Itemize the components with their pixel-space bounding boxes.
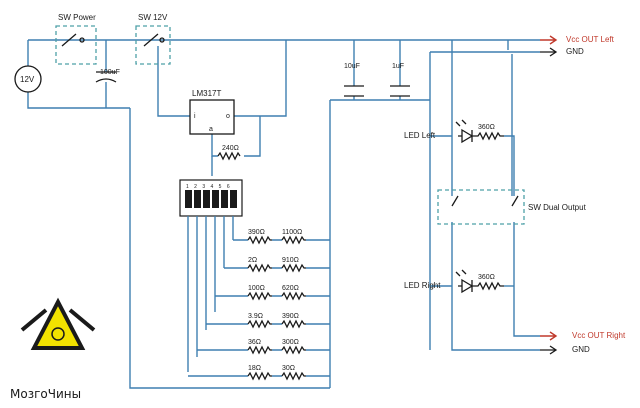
ladder-resistor-label: 18Ω [248,365,261,372]
ladder-resistor-label: 3.9Ω [248,313,263,320]
ladder-resistor-label: 100Ω [248,285,265,292]
gnd-top-label: GND [566,47,584,56]
ladder-resistor-label: 30Ω [282,365,295,372]
r-adj-symbol [217,151,241,161]
gnd-top-arrow [540,47,558,57]
dip-switch-keys [185,190,237,208]
ladder-resistor-symbol [281,371,306,381]
sw-dual-label: SW Dual Output [528,203,587,212]
ladder-resistor-symbol [281,263,306,273]
ladder-resistor-symbol [247,345,272,355]
reg-in-label: i [194,113,196,120]
ladder-resistor-symbol [247,235,272,245]
ladder-resistor-symbol [281,291,306,301]
dip-leg-wires [187,216,234,372]
battery-symbol [14,65,42,93]
sw-power-label: SW Power [58,13,96,22]
sw-power-box[interactable] [55,25,97,65]
ladder-resistor-label: 390Ω [248,229,265,236]
ladder-resistor-symbol [247,371,272,381]
r-led-right-label: 360Ω [478,274,495,281]
cap2-label: 1uF [392,63,404,70]
led-left-rays [455,119,467,127]
cap-main-label: 100uF [100,69,120,76]
gnd-bottom-arrow [540,345,558,355]
ladder-resistor-label: 2Ω [248,257,257,264]
ladder-resistor-label: 910Ω [282,257,299,264]
logo-emblem [20,297,96,350]
ladder-resistor-label: 1100Ω [282,229,302,236]
vcc-left-label: Vcc OUT Left [566,35,615,44]
regulator-label: LM317T [192,89,221,98]
sw-dual-output-box[interactable] [437,189,525,225]
reg-output-wire [234,40,287,117]
sw-12v-label: SW 12V [138,13,168,22]
ground-left-wire [129,108,330,389]
ladder-resistor-symbol [247,291,272,301]
reg-out-label: o [226,113,230,120]
led-right-label: LED Right [404,281,441,290]
ladder-resistor-label: 36Ω [248,339,261,346]
gnd-bottom-wire [451,222,540,351]
cap2-symbol [390,85,410,97]
sw-dual-contacts [451,195,519,207]
battery-bottom-wire [27,92,130,109]
r-adj-label: 240Ω [222,145,239,152]
led-left-sw-wire [504,135,515,196]
ladder-resistor-symbol [281,319,306,329]
r-led-right-symbol [472,281,504,291]
gnd-bottom-label: GND [572,345,590,354]
resistor-ladder: 390Ω 1100Ω 2Ω 910Ω 100Ω 620Ω 3.9Ω 390Ω 36Ω 300Ω 18… [188,229,330,381]
dip-numbers-label: 1 2 3 4 5 6 [186,184,232,190]
ladder-resistor-symbol [247,319,272,329]
reg-input-wire [157,46,190,117]
ladder-resistor-label: 620Ω [282,285,299,292]
led-left-symbol [458,128,474,144]
sw-power-contact [61,33,85,47]
vcc-right-label: Vcc OUT Right [572,331,626,340]
ladder-resistor-symbol [281,235,306,245]
sw-12v-box[interactable] [135,25,171,65]
vcc-right-wire [513,222,540,337]
r-led-left-symbol [472,131,504,141]
r-led-left-label: 360Ω [478,124,495,131]
cap1-label: 10uF [344,63,360,70]
cap1-symbol [344,85,364,97]
r-adj-wire [244,116,261,157]
vcc-to-switch-wire [507,40,513,196]
logo-text: МозгоЧины [10,387,81,401]
ladder-resistor-label: 300Ω [282,339,299,346]
led-left-label: LED Left [404,131,436,140]
reg-adj-wire [211,134,218,157]
ladder-resistor-symbol [281,345,306,355]
led-right-rays [455,269,467,277]
ladder-resistor-symbol [247,263,272,273]
led-right-symbol [458,278,474,294]
reg-adj-label: a [209,126,213,133]
sw-12v-contact [143,33,165,47]
vcc-right-arrow [540,331,558,341]
vcc-left-arrow [540,35,558,45]
battery-label: 12V [20,75,35,84]
lm317-body [189,99,235,135]
cap-main-symbol [95,71,117,83]
ladder-resistor-label: 390Ω [282,313,299,320]
